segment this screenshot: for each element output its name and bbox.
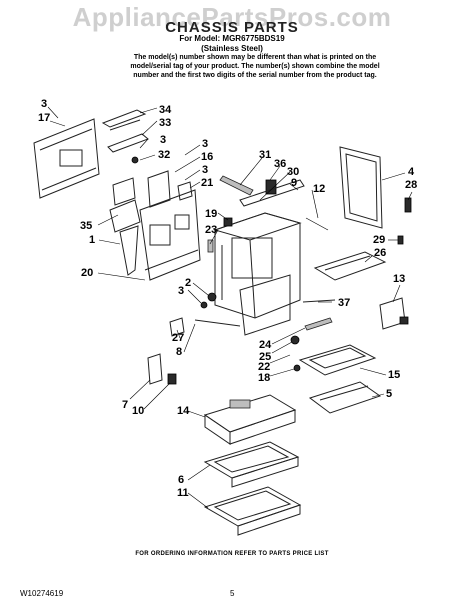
callout-16: 16 (201, 151, 213, 163)
callout-37: 37 (338, 297, 350, 309)
part-hinge (147, 353, 177, 385)
part-oven-cavity (213, 212, 302, 336)
part-rails-lower (290, 317, 333, 372)
callout-21: 21 (201, 177, 213, 189)
part-rail (302, 299, 336, 303)
part-rack-top (313, 251, 387, 281)
callout-7: 7 (122, 399, 128, 411)
callout-19: 19 (205, 208, 217, 220)
callout-28: 28 (405, 179, 417, 191)
callout-3-e: 3 (178, 285, 184, 297)
callout-6: 6 (178, 474, 184, 486)
callout-29: 29 (373, 234, 385, 246)
callout-1: 1 (89, 234, 95, 246)
watermark: AppliancePartsPros.com (72, 2, 392, 32)
part-side-frame (139, 189, 201, 281)
callout-3-d: 3 (202, 164, 208, 176)
part-bracket-19 (207, 217, 233, 253)
callout-24: 24 (259, 339, 272, 351)
part-drawer-pan (203, 441, 300, 488)
callout-4: 4 (408, 166, 415, 178)
callout-27: 27 (172, 332, 184, 344)
part-rack-lower (308, 381, 382, 414)
part-bracket-21 (177, 181, 193, 201)
ordering-info: FOR ORDERING INFORMATION REFER TO PARTS … (135, 551, 329, 557)
callout-18: 18 (258, 372, 270, 384)
callout-2: 2 (185, 277, 191, 289)
callout-25: 25 (259, 351, 271, 363)
part-door-frame (339, 146, 412, 229)
model-info: For Model: MGR6775BDS19 (Stainless Steel… (0, 34, 464, 54)
callout-3-b: 3 (160, 134, 166, 146)
part-brackets (112, 156, 171, 208)
part-drawer-base (203, 486, 302, 536)
part-right-side (379, 235, 409, 330)
model-line: For Model: MGR6775BDS19 (179, 34, 285, 43)
callout-8: 8 (176, 346, 182, 358)
callout-22: 22 (258, 361, 270, 373)
callout-35: 35 (80, 220, 92, 232)
part-top-trim (101, 109, 149, 153)
callout-33: 33 (159, 117, 171, 129)
model-note: The model(s) number shown may be differe… (130, 54, 380, 79)
callout-30: 30 (287, 166, 299, 178)
callout-9: 9 (291, 177, 297, 189)
callout-32: 32 (158, 149, 170, 161)
part-rear-panel (33, 118, 100, 199)
callout-3-c: 3 (202, 138, 208, 150)
callout-31: 31 (259, 149, 271, 161)
callout-17: 17 (38, 112, 50, 124)
part-element-assembly (219, 175, 329, 231)
callout-26: 26 (374, 247, 386, 259)
leader-lines (47, 106, 413, 509)
callout-34: 34 (159, 104, 172, 116)
page-title: CHASSIS PARTS (165, 19, 299, 36)
document-number: W10274619 (20, 589, 64, 598)
callout-14: 14 (177, 405, 190, 417)
part-side-duct (109, 199, 141, 276)
callout-15: 15 (388, 369, 400, 381)
model-variant: (Stainless Steel) (201, 44, 263, 53)
callout-36: 36 (274, 158, 286, 170)
callout-labels: 3 17 34 33 3 32 3 16 3 21 31 36 30 9 12 … (38, 98, 417, 499)
callout-10: 10 (132, 405, 144, 417)
callout-5: 5 (386, 388, 392, 400)
callout-11: 11 (177, 487, 189, 499)
part-drawer-tray (203, 394, 297, 445)
callout-23: 23 (205, 224, 217, 236)
callout-3-a: 3 (41, 98, 47, 110)
part-rack-middle (298, 344, 377, 376)
page-number: 5 (230, 589, 235, 598)
callout-12: 12 (313, 183, 325, 195)
callout-20: 20 (81, 267, 93, 279)
part-left-fasteners (169, 292, 241, 337)
callout-13: 13 (393, 273, 405, 285)
